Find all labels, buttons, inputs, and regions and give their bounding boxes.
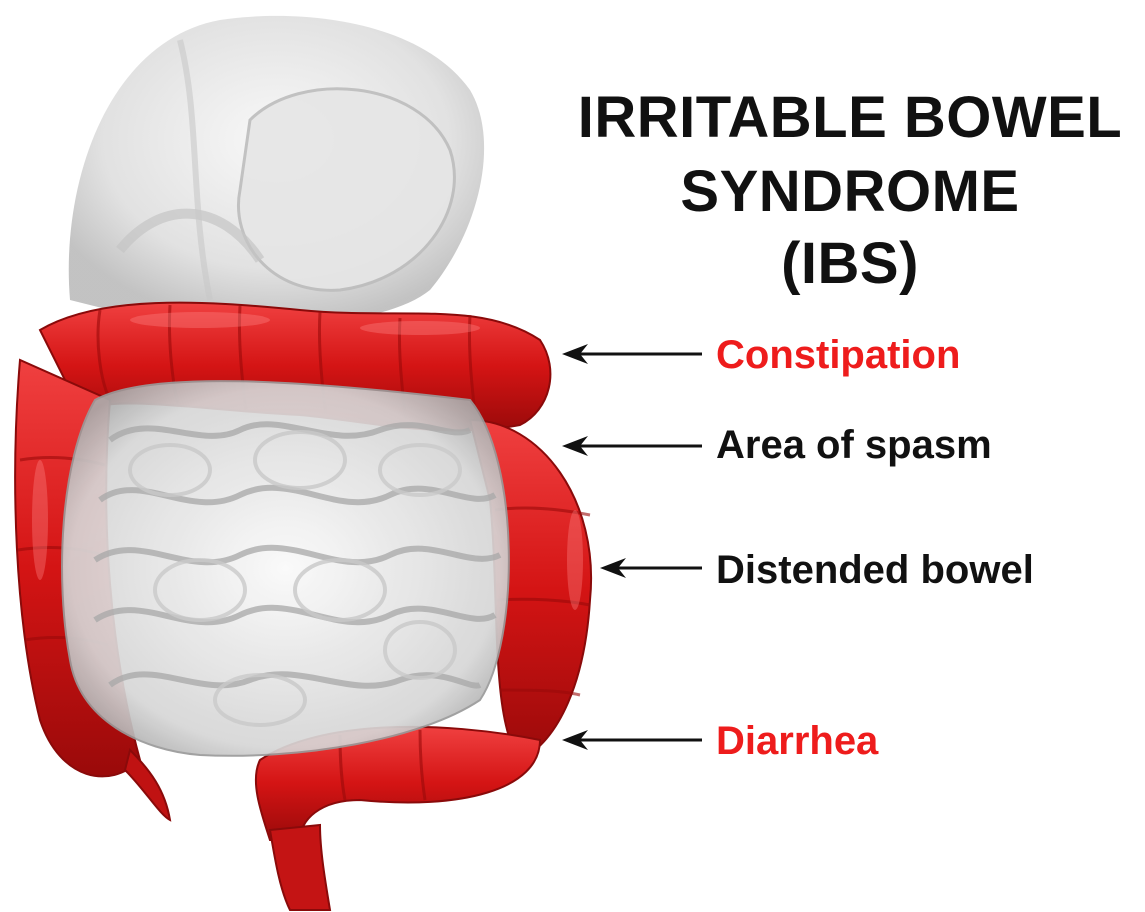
label-distended-bowel: Distended bowel: [716, 546, 1034, 594]
label-area-of-spasm: Area of spasm: [716, 421, 992, 469]
title-line-2: SYNDROME: [560, 160, 1140, 224]
arrow-left-icon: [562, 436, 704, 456]
title-line-1: IRRITABLE BOWEL: [560, 86, 1140, 150]
title-line-3: (IBS): [560, 232, 1140, 296]
stomach-liver-organs: [69, 16, 484, 326]
arrow-left-icon: [562, 730, 704, 750]
label-diarrhea: Diarrhea: [716, 717, 878, 765]
small-intestine: [62, 381, 509, 756]
arrow-left-icon: [562, 344, 704, 364]
label-constipation: Constipation: [716, 331, 960, 379]
digestive-tract-illustration: [0, 0, 640, 912]
arrow-left-icon: [600, 558, 704, 578]
